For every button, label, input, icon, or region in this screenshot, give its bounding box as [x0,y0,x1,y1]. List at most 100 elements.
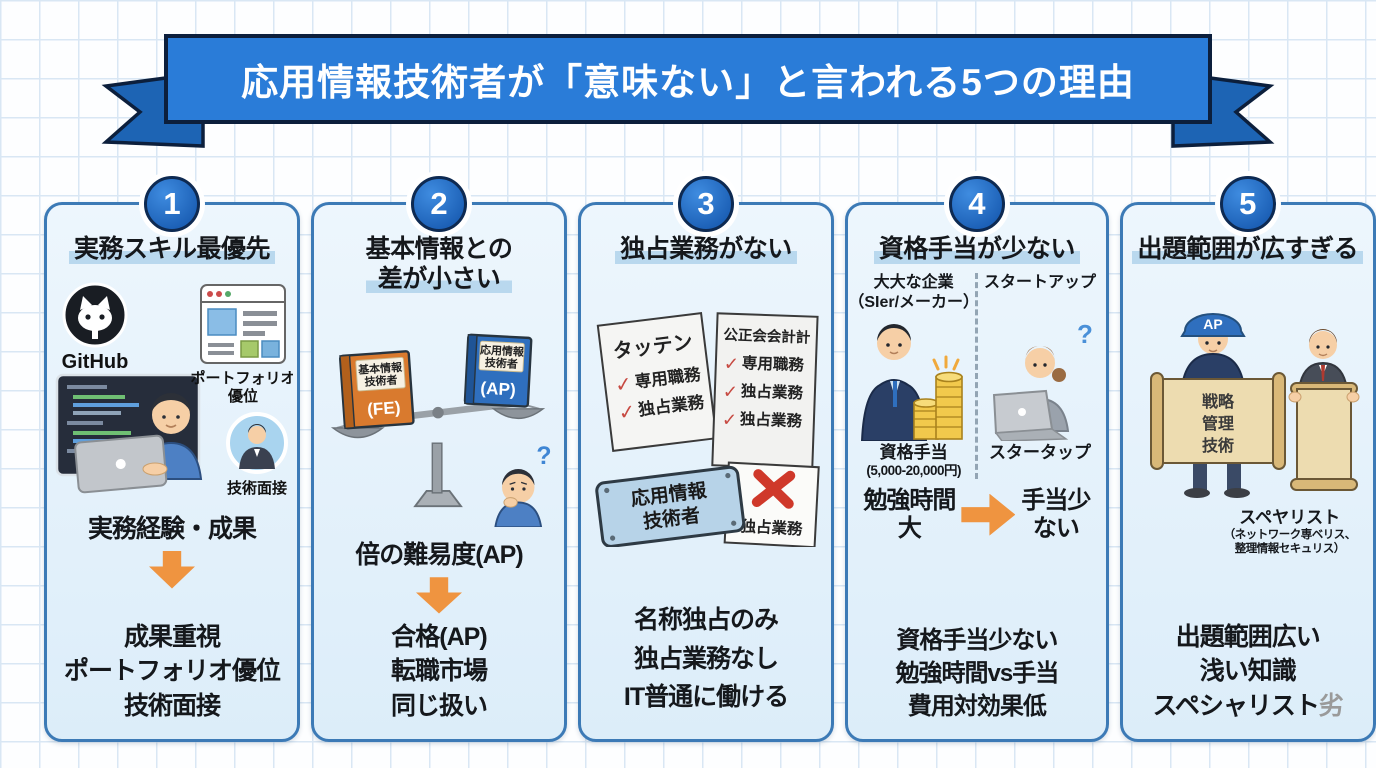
balance-scale-icon [330,399,546,508]
doc2-item: 独占業務 [740,409,803,430]
doc2-title: 公正会会計計 [723,325,811,346]
flow-right-line2: ない [1032,514,1080,542]
check-icon: ✓ [723,381,739,402]
conclusion-line: 同じ扱い [390,691,488,720]
conclusions-3: 名称独占のみ 独占業務なし IT普通に働ける [623,601,789,723]
x-mark-icon [751,470,796,507]
premise-1: 実務経験・成果 [87,514,257,543]
doc2-item: 独占業務 [741,381,804,402]
check-icon: ✓ [724,353,740,374]
conclusions-4: 資格手当少ない 勉強時間vs手当 費用対効果低 [895,624,1060,723]
card-title-4: 資格手当が少ない [873,235,1080,265]
conclusion-line-grey-tail: 劣 [1318,691,1344,720]
conclusion-line: 技術面接 [123,691,221,720]
down-arrow-icon [149,550,195,589]
effort-vs-allowance-flow: 勉強時間 大 手当少 ない [863,487,1091,542]
card-title-5-line: 出題範囲が広すぎる [1132,235,1363,265]
big-company-heading-line2: （SIer/メーカー） [848,293,980,311]
startup-worker-illustration: ? [992,319,1093,441]
flow-left-line1: 勉強時間 [863,487,956,515]
x-label: 独占業務 [740,516,803,538]
wide-scroll-icon: 戦略 管理 技術 [1149,371,1286,470]
fe-book-tag: (FE) [366,397,401,419]
question-mark: ? [536,443,551,470]
scroll-line: 管理 [1202,414,1234,433]
interview-label: 技術面接 [227,479,287,497]
ribbon-shape-icon [101,34,1275,148]
portfolio-label-1: ポートフォリオ [190,369,293,387]
scroll-line: 戦略 [1202,392,1235,411]
conclusion-line: 浅い知識 [1199,657,1297,685]
check-icon: ✓ [617,400,636,424]
specialist-label: スペヤリスト [1239,507,1341,527]
scroll-line: 技術 [1202,436,1234,455]
conclusion-line: 転職市場 [390,657,488,685]
reason-card-4: 4 資格手当が少ない 大大な企業 （SIer/メーカー） [845,176,1109,742]
portfolio-label-2: 優位 [227,387,258,405]
ap-holder-illustration: AP 戦略 管理 技術 [1149,312,1286,498]
startup-side: スタートアップ ? スタータップ [975,272,1101,480]
big-company-heading-line1: 大大な企業 [873,273,954,291]
conclusion-line: ポートフォリオ優位 [63,657,281,685]
down-arrow-icon [416,577,462,614]
reason-card-2: 2 基本情報との 差が小さい 基本情報 [311,176,567,742]
confused-person-icon [494,468,543,528]
ribbon-band-icon [164,34,1212,124]
scroll-holders-illustration: AP 戦略 管理 技術 [1149,312,1360,498]
ap-book-line2: 技術者 [485,355,519,371]
balance-scale-illustration: 基本情報 技術者 (FE) 応用情報 技術者 (AP) ? [330,333,552,528]
card-title-3: 独占業務がない [615,235,797,265]
specialist-holder-illustration [1288,328,1360,491]
specialist-caption: スペヤリスト （ネットワーク専ベリス、 整理情報セキュリス） [1211,503,1369,558]
laptop-icon [992,389,1069,441]
number-badge-2: 2 [411,176,467,232]
github-label: GitHub [62,351,129,373]
conclusions-5: 出題範囲広い 浅い知識 スペシャリスト劣 [1153,620,1344,724]
company-comparison: 大大な企業 （SIer/メーカー） [848,272,1102,480]
check-icon: ✓ [722,409,738,430]
number-badge-4: 4 [948,176,1005,232]
businessman-coins-illustration [860,323,963,441]
reasons-row: 1 実務スキル最優先 [44,176,1376,742]
fe-book-line2: 技術者 [364,373,398,389]
reason-card-3: 3 独占業務がない タッテン ✓ 専用職務 ✓ 独占業務 公正会会計計 ✓ 専用… [578,176,834,742]
allowance-amount: (5,000-20,000円) [866,462,961,478]
conclusion-line: IT普通に働ける [623,683,789,712]
card-title-5: 出題範囲が広すぎる [1132,235,1363,265]
ap-book-line1: 応用情報 [480,343,526,359]
card-title-2: 基本情報との 差が小さい [365,235,513,294]
reason-card-5: 5 出題範囲が広すぎる AP 戦略 [1119,176,1376,742]
startup-heading: スタートアップ [984,273,1097,291]
specialist-sublabel-line1: （ネットワーク専ベリス、 [1223,528,1357,541]
number-badge-5: 5 [1219,176,1276,232]
practical-skills-illustration: GitHub ポートフォリオ 優位 [55,282,293,497]
card-title-3-line: 独占業務がない [615,235,797,265]
conclusions-1: 成果重視 ポートフォリオ優位 技術面接 [63,620,281,724]
specialist-sublabel-line2: 整理情報セキュリス） [1234,543,1346,556]
license-doc-2: 公正会会計計 ✓ 専用職務 ✓ 独占業務 ✓ 独占業務 [711,311,819,470]
conclusion-line: 独占業務なし [633,644,779,673]
license-docs-illustration: タッテン ✓ 専用職務 ✓ 独占業務 公正会会計計 ✓ 専用職務 ✓ 独占業務 … [595,311,820,547]
ap-nameplate-icon: 応用情報 技術者 [595,465,746,547]
check-icon: ✓ [614,373,633,397]
conclusion-line: 勉強時間vs手当 [895,659,1060,687]
card-title-1: 実務スキル最優先 [68,235,275,265]
developer-illustration [74,392,203,493]
ap-cap-label: AP [1203,316,1222,332]
card-title-4-line: 資格手当が少ない [873,235,1080,265]
title-ribbon: 応用情報技術者が「意味ない」と言われる5つの理由 [98,28,1278,150]
number-badge-1: 1 [144,176,200,232]
flow-left-line2: 大 [897,514,922,542]
card-title-2-line2: 差が小さい [365,264,513,294]
conclusion-line: 資格手当少ない [896,626,1058,654]
premise-2: 倍の難易度(AP) [355,541,523,570]
card-title-2-line1: 基本情報との [365,235,513,263]
startup-caption: スタータップ [989,442,1092,462]
interview-avatar-icon [226,411,288,474]
low-allowance-text: 手当少 ない [1021,487,1091,542]
ap-book-tag: (AP) [480,378,516,400]
github-icon [62,282,128,347]
flow-right-line1: 手当少 [1021,487,1091,515]
number-badge-3: 3 [678,176,734,232]
study-time-text: 勉強時間 大 [863,487,956,542]
